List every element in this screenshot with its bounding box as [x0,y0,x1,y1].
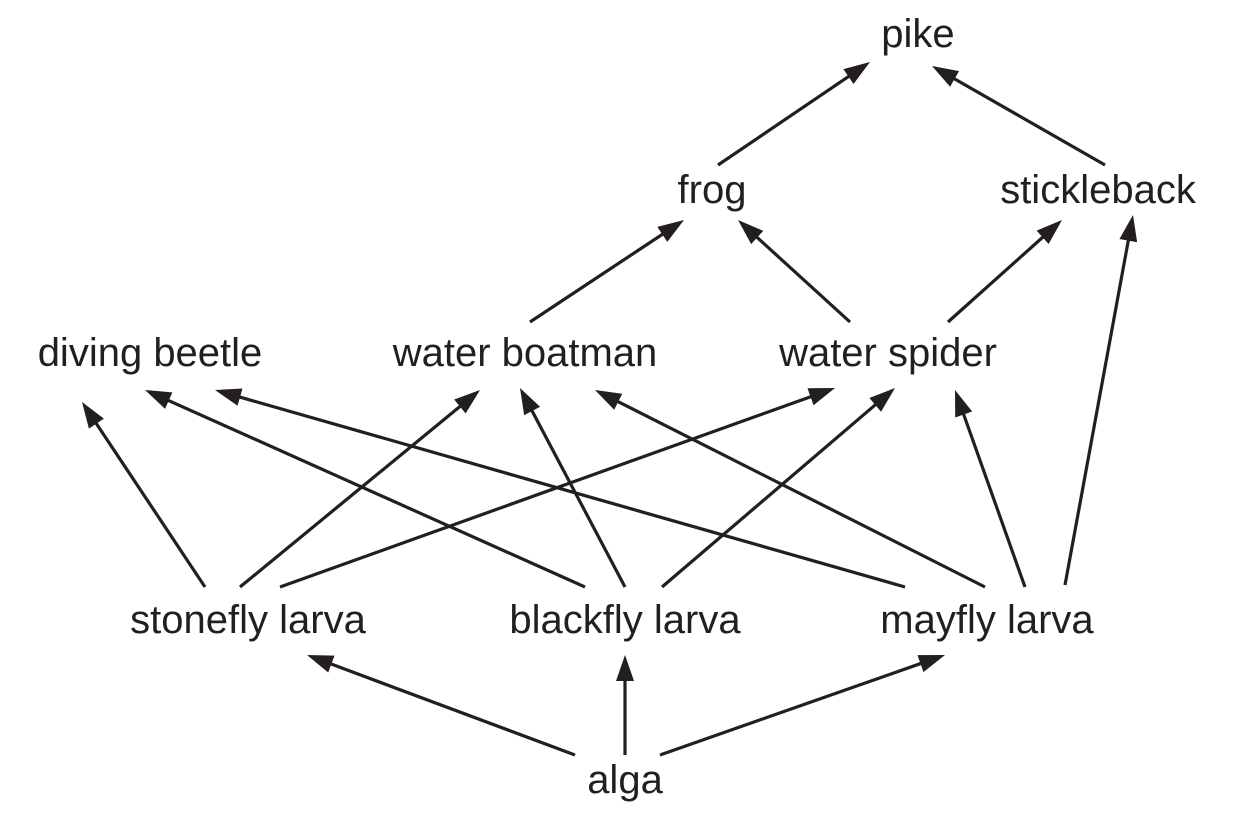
arrowhead-icon [1119,215,1138,243]
arrowhead-icon [307,655,335,673]
arrowhead-icon [616,655,634,681]
edge-stonefly-larva-to-water-spider [279,388,835,589]
edge-line [529,408,627,588]
edge-line [93,421,207,588]
nodes-layer: pike frog stickleback diving beetle water bo… [38,12,1197,802]
arrowhead-icon [1036,220,1062,245]
edge-line [754,234,852,324]
node-alga: alga [587,758,663,802]
edge-mayfly-larva-to-water-spider [955,390,1027,588]
edge-line [615,399,986,589]
edge-water-spider-to-frog [738,220,852,324]
arrowhead-icon [520,388,541,416]
edge-line [166,398,586,589]
edge-line [952,76,1106,167]
arrowhead-icon [215,388,243,406]
arrowhead-icon [454,390,480,414]
edge-line [659,661,923,757]
edge-alga-to-mayfly-larva [659,655,945,757]
edge-line [717,74,852,167]
edges-layer [82,62,1138,757]
edge-line [279,394,813,589]
node-water-spider: water spider [778,331,997,375]
edge-stickleback-to-pike [932,66,1106,167]
edge-mayfly-larva-to-water-boatman [595,390,986,589]
edge-frog-to-pike [717,62,870,167]
edge-stonefly-larva-to-diving-beetle [82,402,207,588]
edge-line [328,661,576,757]
edge-line [961,412,1027,588]
node-stickleback: stickleback [1000,168,1197,212]
node-blackfly-larva: blackfly larva [509,598,741,642]
edge-mayfly-larva-to-diving-beetle [215,388,906,589]
arrowhead-icon [807,388,835,406]
edge-line [237,395,906,589]
edge-line [1063,238,1131,586]
arrowhead-icon [657,220,684,242]
arrowhead-icon [869,388,895,412]
edge-line [529,231,665,324]
node-pike: pike [881,12,954,56]
edge-blackfly-larva-to-diving-beetle [145,390,586,589]
edge-water-spider-to-stickleback [946,220,1062,324]
edge-line [238,403,463,589]
arrowhead-icon [82,402,104,429]
node-water-boatman: water boatman [392,331,658,375]
arrowhead-icon [932,66,960,87]
arrowhead-icon [843,62,870,85]
edge-blackfly-larva-to-water-boatman [520,388,627,588]
node-frog: frog [678,168,747,212]
arrowhead-icon [595,390,623,410]
edge-mayfly-larva-to-stickleback [1063,215,1138,586]
arrowhead-icon [738,220,764,245]
edge-blackfly-larva-to-water-spider [660,388,895,589]
arrowhead-icon [917,655,945,673]
edge-alga-to-blackfly-larva [616,655,634,755]
edge-line [660,402,878,589]
arrowhead-icon [955,390,973,418]
node-diving-beetle: diving beetle [38,331,263,375]
edge-alga-to-stonefly-larva [307,655,576,757]
edge-stonefly-larva-to-water-boatman [238,390,480,589]
edge-line [946,234,1046,324]
node-stonefly-larva: stonefly larva [130,598,366,642]
arrowhead-icon [145,390,173,409]
edge-water-boatman-to-frog [529,220,684,324]
node-mayfly-larva: mayfly larva [880,598,1094,642]
